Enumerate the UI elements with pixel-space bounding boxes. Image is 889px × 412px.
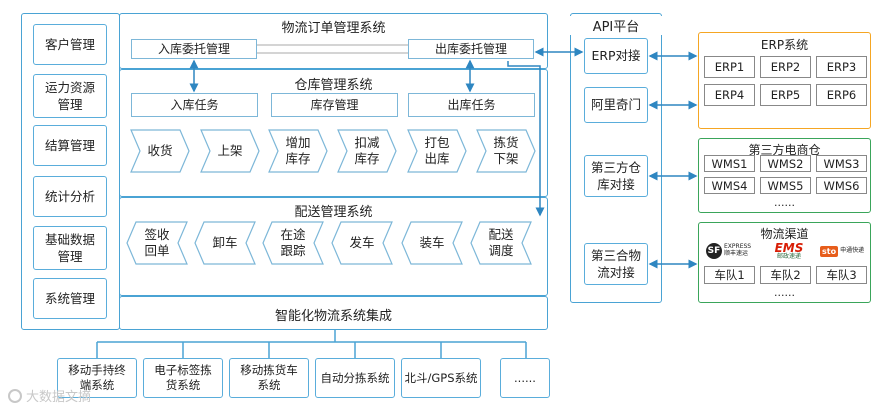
wms-cell-2[interactable]: WMS3 [816, 155, 867, 172]
subsystem-5[interactable]: ...... [500, 358, 550, 398]
erp-cell-0[interactable]: ERP1 [704, 56, 755, 78]
sf-express-logo: SF EXPRESS 顺丰速运 [706, 242, 758, 260]
warehouse-step-0-label: 收货 [147, 142, 173, 158]
warehouse-step-3-label: 扣减 库存 [354, 134, 380, 166]
sto-logo-text: 申通快递 [840, 246, 865, 254]
api-item-erp[interactable]: ERP对接 [584, 38, 648, 74]
subsystem-3[interactable]: 自动分拣系统 [315, 358, 395, 398]
sidebar-item-statistics[interactable]: 统计分析 [33, 176, 107, 217]
wms-cell-3[interactable]: WMS4 [704, 177, 755, 194]
outbound-order-box[interactable]: 出库委托管理 [408, 39, 534, 59]
ems-logo-mark: EMS [774, 241, 804, 255]
delivery-step-0[interactable]: 签收 回单 [126, 221, 188, 265]
sf-logo-text: EXPRESS 顺丰速运 [724, 243, 752, 257]
erp-cell-4[interactable]: ERP5 [760, 84, 811, 106]
warehouse-step-5-label: 拣货 下架 [493, 134, 519, 166]
wms-cell-0[interactable]: WMS1 [704, 155, 755, 172]
wms-cell-5[interactable]: WMS6 [816, 177, 867, 194]
erp-cell-1[interactable]: ERP2 [760, 56, 811, 78]
delivery-step-2[interactable]: 在途 跟踪 [262, 221, 324, 265]
api-item-3pl-warehouse[interactable]: 第三方仓 库对接 [584, 155, 648, 197]
erp-cell-2[interactable]: ERP3 [816, 56, 867, 78]
integration-title: 智能化物流系统集成 [274, 309, 392, 324]
api-item-3pl-logistics[interactable]: 第三合物 流对接 [584, 243, 648, 285]
delivery-step-5[interactable]: 配送 调度 [470, 221, 532, 265]
warehouse-step-2-label: 增加 库存 [285, 134, 311, 166]
warehouse-step-4[interactable]: 打包 出库 [407, 129, 467, 173]
warehouse-step-3[interactable]: 扣减 库存 [337, 129, 397, 173]
warehouse-step-0[interactable]: 收货 [130, 129, 190, 173]
watermark: 大数据文摘 [8, 386, 91, 405]
sidebar-frame [21, 13, 120, 330]
sidebar-item-capacity[interactable]: 运力资源 管理 [33, 74, 107, 118]
logistics-cell-2[interactable]: 车队3 [816, 266, 867, 284]
delivery-step-4[interactable]: 装车 [401, 221, 463, 265]
warehouse-tab-inventory[interactable]: 库存管理 [271, 93, 398, 117]
inbound-order-box[interactable]: 入库委托管理 [131, 39, 257, 59]
subsystem-4[interactable]: 北斗/GPS系统 [401, 358, 481, 398]
delivery-step-4-label: 装车 [419, 234, 445, 250]
delivery-step-3-label: 发车 [349, 234, 375, 250]
watermark-text: 大数据文摘 [26, 390, 92, 405]
warehouse-system-title: 仓库管理系统 [294, 78, 373, 93]
warehouse-step-2[interactable]: 增加 库存 [268, 129, 328, 173]
erp-system-title: ERP系统 [760, 38, 809, 52]
wms-cell-4[interactable]: WMS5 [760, 177, 811, 194]
ems-logo-text: 邮政速递 [776, 253, 801, 260]
order-system-title: 物流订单管理系统 [281, 21, 386, 36]
subsystem-1[interactable]: 电子标签拣 货系统 [143, 358, 223, 398]
sf-logo-mark: SF [706, 243, 722, 259]
watermark-icon [8, 388, 22, 403]
logistics-title: 物流渠道 [760, 227, 809, 241]
wms-title: 第三方电商仓 [748, 143, 821, 157]
sidebar-item-basedata[interactable]: 基础数据 管理 [33, 226, 107, 270]
wms-more: ...... [774, 196, 795, 209]
subsystem-2[interactable]: 移动拣货车 系统 [229, 358, 309, 398]
sidebar-item-customer[interactable]: 客户管理 [33, 24, 107, 65]
warehouse-tab-inbound[interactable]: 入库任务 [131, 93, 258, 117]
warehouse-tab-outbound[interactable]: 出库任务 [408, 93, 535, 117]
subsystem-0[interactable]: 移动手持终 端系统 [57, 358, 137, 398]
arrow-outbound-to-dispatch [507, 61, 545, 217]
sto-logo: sto 申通快递 [820, 242, 866, 260]
logistics-cell-1[interactable]: 车队2 [760, 266, 811, 284]
sidebar-item-system[interactable]: 系统管理 [33, 278, 107, 319]
delivery-system-title: 配送管理系统 [294, 205, 373, 220]
warehouse-step-5[interactable]: 拣货 下架 [476, 129, 536, 173]
order-link [257, 44, 408, 54]
ems-logo: EMS 邮政速递 [764, 242, 814, 260]
warehouse-step-4-label: 打包 出库 [424, 134, 450, 166]
delivery-step-5-label: 配送 调度 [488, 226, 514, 258]
api-item-qimen[interactable]: 阿里奇门 [584, 87, 648, 123]
wms-panel [698, 138, 871, 213]
delivery-step-2-label: 在途 跟踪 [280, 226, 306, 258]
delivery-step-3[interactable]: 发车 [331, 221, 393, 265]
delivery-step-1[interactable]: 卸车 [194, 221, 256, 265]
erp-system-panel [698, 32, 871, 129]
delivery-step-1-label: 卸车 [212, 234, 238, 250]
logistics-more: ...... [774, 286, 795, 299]
integration-frame [119, 296, 548, 330]
wms-cell-1[interactable]: WMS2 [760, 155, 811, 172]
logistics-panel [698, 222, 871, 303]
erp-cell-3[interactable]: ERP4 [704, 84, 755, 106]
warehouse-step-1-label: 上架 [217, 142, 243, 158]
delivery-step-0-label: 签收 回单 [144, 226, 170, 258]
erp-cell-5[interactable]: ERP6 [816, 84, 867, 106]
api-platform-title: API平台 [570, 16, 662, 35]
sto-logo-mark: sto [820, 245, 839, 257]
bottom-bus [96, 330, 527, 358]
warehouse-step-1[interactable]: 上架 [200, 129, 260, 173]
sidebar-item-settlement[interactable]: 结算管理 [33, 125, 107, 166]
api-platform-frame [570, 13, 662, 303]
logistics-cell-0[interactable]: 车队1 [704, 266, 755, 284]
